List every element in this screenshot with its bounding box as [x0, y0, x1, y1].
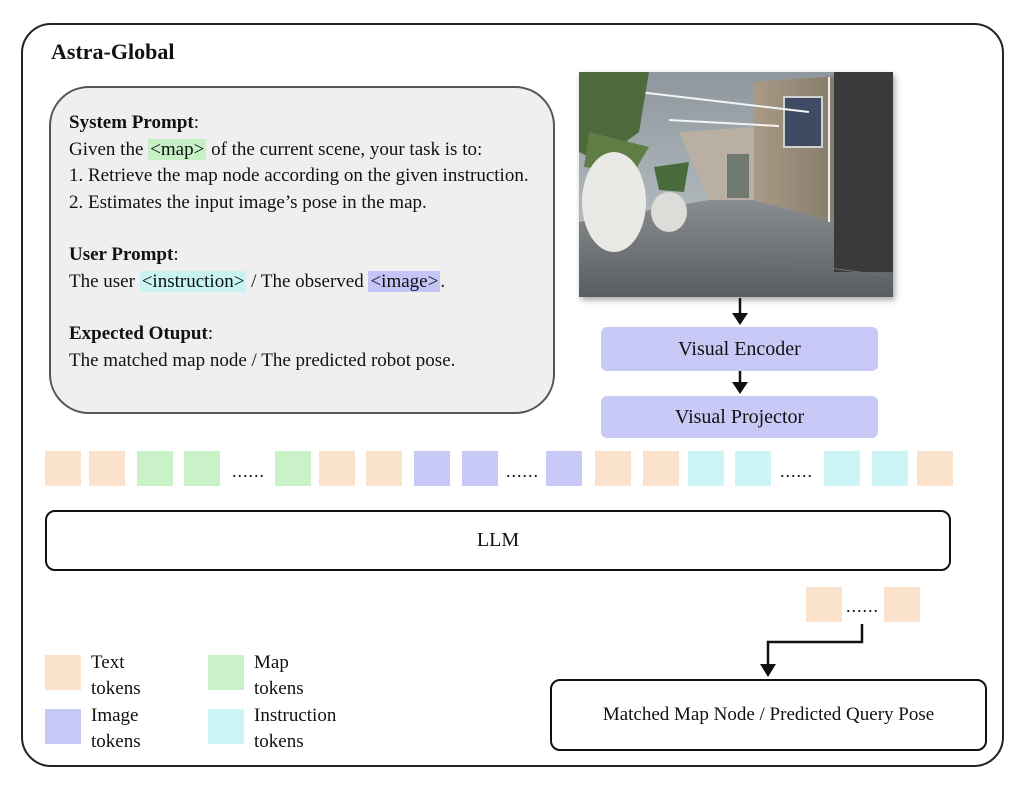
image-token: [414, 451, 450, 486]
legend-map-swatch: [208, 655, 244, 690]
text-token: [45, 451, 81, 486]
ellipsis: ......: [506, 461, 539, 481]
system-item-2: 2. Estimates the input image’s pose in t…: [69, 191, 427, 213]
ellipsis: ......: [846, 596, 879, 616]
user-post: .: [440, 270, 446, 292]
colon: :: [207, 323, 214, 344]
arrowhead: [732, 313, 748, 325]
text-token: [366, 451, 402, 486]
instruction-token: [688, 451, 724, 486]
astra-global-frame: [21, 23, 1004, 767]
arrowhead: [760, 664, 776, 677]
user-pre: The user: [69, 270, 140, 292]
text-token: [595, 451, 631, 486]
text-token: [917, 451, 953, 486]
image-token: [546, 451, 582, 486]
diagram-title: Astra-Global: [51, 39, 175, 64]
map-token: [184, 451, 220, 486]
text-token: [89, 451, 125, 486]
legend-instruction-label: Instruction tokens: [254, 705, 337, 752]
image-placeholder: <image>: [368, 270, 441, 292]
legend-text-swatch: [45, 655, 81, 690]
map-placeholder: <map>: [148, 138, 207, 160]
output-text-token: [884, 587, 920, 622]
expected-output-heading: Expected Otuput: [69, 323, 208, 344]
user-prompt-heading: User Prompt: [69, 244, 174, 265]
ellipsis: ......: [780, 461, 813, 481]
legend-text-label: Text tokens: [91, 652, 141, 699]
image-token: [462, 451, 498, 486]
system-item-1: 1. Retrieve the map node according on th…: [69, 165, 529, 186]
colon: :: [173, 244, 179, 265]
prompt-panel: System Prompt: Given the <map> of the cu…: [49, 86, 555, 414]
output-box: Matched Map Node / Predicted Query Pose: [550, 679, 987, 751]
colon: :: [193, 112, 199, 133]
text-token: [643, 451, 679, 486]
arrowhead: [732, 382, 748, 394]
legend-image-swatch: [45, 709, 81, 744]
legend-image-label: Image tokens: [91, 705, 141, 752]
legend-map-label: Map tokens: [254, 652, 304, 699]
system-line-post: of the current scene, your task is to:: [206, 138, 483, 160]
scene-image: [579, 72, 893, 297]
legend-instruction-swatch: [208, 709, 244, 744]
instruction-placeholder: <instruction>: [139, 270, 247, 292]
system-prompt-heading: System Prompt: [69, 112, 194, 133]
instruction-token: [872, 451, 908, 486]
text-token: [319, 451, 355, 486]
instruction-token: [824, 451, 860, 486]
map-token: [137, 451, 173, 486]
visual-encoder-box: Visual Encoder: [601, 327, 878, 371]
llm-box: LLM: [45, 510, 951, 571]
visual-projector-box: Visual Projector: [601, 396, 878, 438]
output-text-token: [806, 587, 842, 622]
map-token: [275, 451, 311, 486]
arrow-tokens-to-output: [766, 624, 864, 666]
expected-output-text: The matched map node / The predicted rob…: [69, 349, 456, 371]
user-mid: / The observed: [246, 270, 369, 292]
system-line-pre: Given the: [69, 138, 149, 160]
instruction-token: [735, 451, 771, 486]
ellipsis: ......: [232, 461, 265, 481]
